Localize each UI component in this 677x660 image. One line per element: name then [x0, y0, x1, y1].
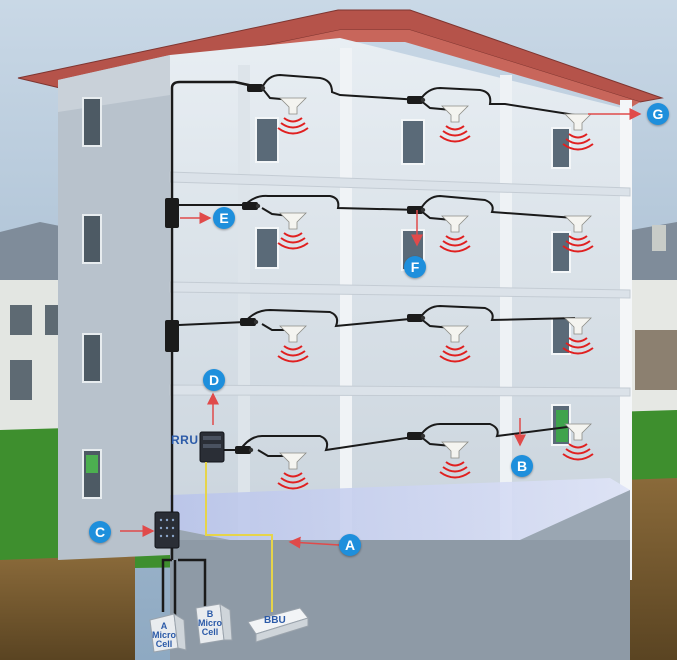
callout-a: A: [339, 534, 361, 556]
callout-g: G: [647, 103, 669, 125]
splitter-icon: [165, 320, 179, 352]
floor4-coupler-2: [407, 96, 426, 104]
bbu-unit: [247, 607, 309, 643]
bbu-label: BBU: [264, 615, 286, 626]
floor3-coupler-1: [242, 202, 261, 210]
callout-c: C: [89, 521, 111, 543]
splitter-icon: [165, 198, 179, 228]
rru-label: RRU: [171, 433, 199, 447]
micro-cell-a-line2: Cell: [155, 639, 173, 649]
callout-e: E: [213, 207, 235, 229]
micro-cell-a-label: A Micro Cell: [152, 622, 176, 649]
floor3-coupler-2: [407, 206, 426, 214]
floor4-coupler-1: [247, 84, 266, 92]
combiner-unit: [154, 511, 180, 549]
callout-b: B: [511, 455, 533, 477]
micro-cell-a: [149, 613, 187, 653]
callout-d: D: [203, 369, 225, 391]
micro-cell-b-label: B Micro Cell: [198, 610, 222, 637]
micro-cell-b: [195, 603, 233, 645]
floor2-coupler-1: [240, 318, 259, 326]
micro-cell-b-line1: Micro: [198, 618, 223, 628]
floor2-coupler-2: [407, 314, 426, 322]
micro-cell-b-letter: B: [206, 609, 214, 619]
floor1-coupler-2: [407, 432, 426, 440]
micro-cell-a-letter: A: [160, 621, 168, 631]
callout-f: F: [404, 256, 426, 278]
floor1-coupler-1: [235, 446, 254, 454]
micro-cell-a-line1: Micro: [152, 630, 177, 640]
micro-cell-b-line2: Cell: [201, 627, 219, 637]
